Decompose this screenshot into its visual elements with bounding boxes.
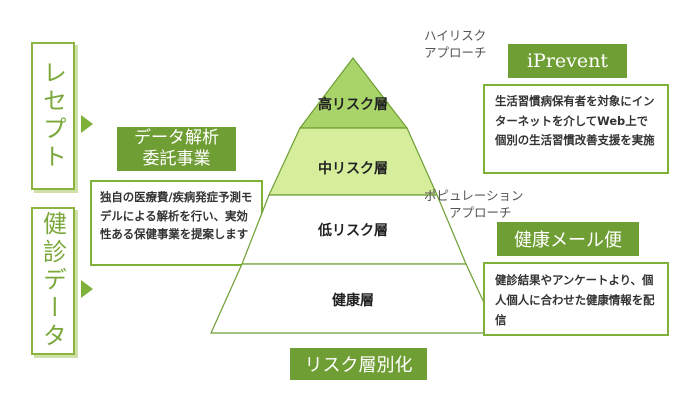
layer-label-low: 低リスク層 xyxy=(318,223,388,239)
checkup-data-document: 健診データ xyxy=(31,207,75,355)
population-approach-label: ポピュレーション アプローチ xyxy=(424,188,524,220)
checkup-data-label: 健診データ xyxy=(38,211,67,351)
iprevent-description: 生活習慣病保有者を対象にインターネットを介してWeb上で個別の生活習慣改善支援を… xyxy=(483,84,669,174)
layer-label-high: 高リスク層 xyxy=(318,97,388,113)
commission-title: データ解析 委託事業 xyxy=(117,127,236,171)
health-mail-title: 健康メール便 xyxy=(497,222,639,256)
receipt-arrow-icon xyxy=(81,115,93,133)
receipt-label: レセプト xyxy=(38,60,67,172)
checkup-arrow-icon xyxy=(81,280,93,298)
layer-label-healthy: 健康層 xyxy=(332,293,374,309)
risk-stratification-label: リスク層別化 xyxy=(290,348,427,380)
commission-description: 独自の医療費/疾病発症予測モデルによる解析を行い、実効性ある保健事業を提案します xyxy=(90,180,263,266)
pyramid-layer-high xyxy=(298,57,409,129)
health-mail-description: 健診結果やアンケートより、個人個人に合わせた健康情報を配信 xyxy=(483,262,669,336)
iprevent-title: iPrevent xyxy=(508,44,627,78)
receipt-document: レセプト xyxy=(31,42,75,190)
high-risk-approach-label: ハイリスク アプローチ xyxy=(424,28,487,60)
layer-label-middle: 中リスク層 xyxy=(318,161,388,177)
